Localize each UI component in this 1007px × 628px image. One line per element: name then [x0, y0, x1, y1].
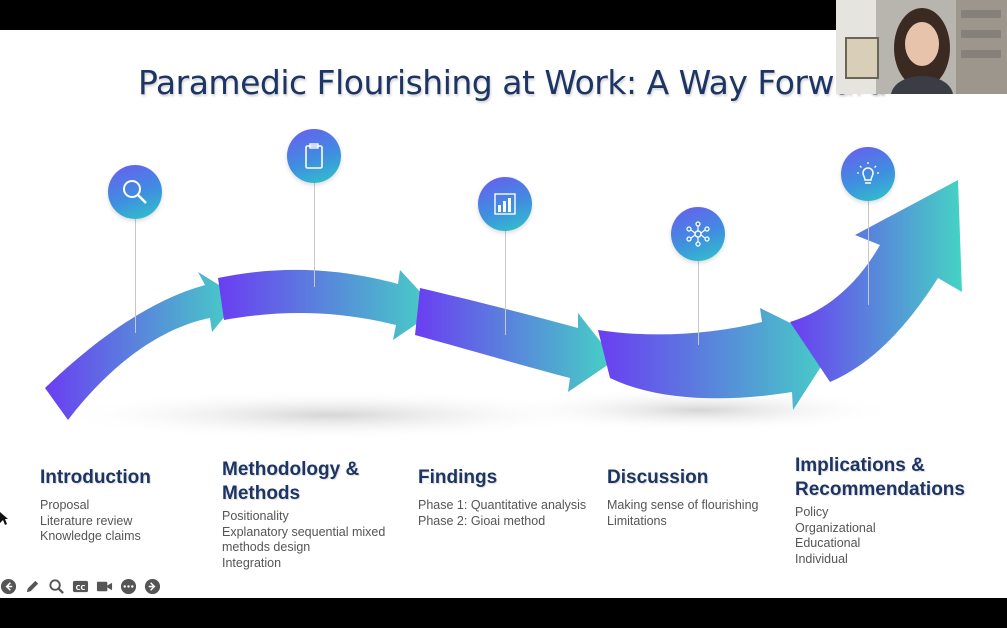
more-options-icon[interactable]	[120, 578, 137, 595]
section-introduction: Introduction Proposal Literature review …	[40, 466, 210, 545]
arrow-segment-5	[790, 180, 962, 382]
section-item: Policy	[795, 505, 829, 519]
section-item: Knowledge claims	[40, 529, 141, 543]
previous-slide-icon[interactable]	[0, 578, 17, 595]
section-title: Findings	[418, 467, 498, 488]
section-item: Integration	[222, 555, 282, 570]
arrow-segment-3	[415, 288, 615, 392]
section-item: Phase 1: Quantitative analysis	[418, 498, 587, 512]
section-item: methods design	[222, 540, 311, 554]
mouse-cursor-icon	[0, 512, 8, 525]
section-item: Educational	[795, 536, 861, 550]
section-item: Literature review	[40, 513, 133, 528]
camera-icon[interactable]	[96, 578, 113, 595]
magnifier-icon	[108, 165, 162, 219]
bar-chart-icon	[478, 177, 532, 231]
section-item: Organizational	[795, 520, 876, 535]
arrow-segment-4	[598, 308, 835, 410]
section-item: Proposal	[40, 498, 90, 512]
lightbulb-icon	[841, 147, 895, 201]
pen-icon[interactable]	[24, 578, 41, 595]
section-title: Introduction	[40, 467, 151, 488]
presenter-webcam	[836, 0, 1007, 94]
arrow-segment-2	[218, 269, 437, 340]
section-title: Implications & Recommendations	[795, 455, 965, 500]
section-implications: Implications & Recommendations Policy Or…	[795, 454, 985, 567]
section-item: Making sense of flourishing	[607, 498, 759, 512]
network-icon	[671, 207, 725, 261]
bottom-black-bar	[0, 598, 1007, 628]
next-slide-icon[interactable]	[144, 578, 161, 595]
arrow-shadow-left	[50, 390, 610, 440]
section-title: Methodology & Methods	[222, 459, 360, 504]
slide-title: Paramedic Flourishing at Work: A Way For…	[138, 63, 887, 102]
section-title: Discussion	[607, 467, 709, 488]
section-item: Explanatory sequential mixed	[222, 524, 386, 539]
clipboard-icon	[287, 129, 341, 183]
webcam-image	[836, 0, 1007, 94]
stem-5	[868, 200, 869, 305]
svg-text:CC: CC	[76, 583, 86, 591]
timeline-arrow	[45, 180, 962, 440]
stem-4	[698, 260, 699, 345]
zoom-icon[interactable]	[48, 578, 65, 595]
section-item: Individual	[795, 551, 848, 566]
section-discussion: Discussion Making sense of flourishing L…	[607, 466, 782, 529]
presentation-slide: Paramedic Flourishing at Work: A Way For…	[0, 30, 1007, 598]
slideshow-toolbar: CC	[0, 575, 161, 597]
stem-1	[135, 218, 136, 333]
section-item: Positionality	[222, 509, 289, 523]
stem-2	[314, 182, 315, 287]
section-methodology: Methodology & Methods Positionality Expl…	[222, 458, 397, 571]
section-findings: Findings Phase 1: Quantitative analysis …	[418, 466, 598, 529]
stem-3	[505, 230, 506, 335]
section-item: Limitations	[607, 513, 667, 528]
closed-captions-icon[interactable]: CC	[72, 578, 89, 595]
arrow-segment-1	[45, 272, 240, 420]
section-item: Phase 2: Gioai method	[418, 513, 546, 528]
